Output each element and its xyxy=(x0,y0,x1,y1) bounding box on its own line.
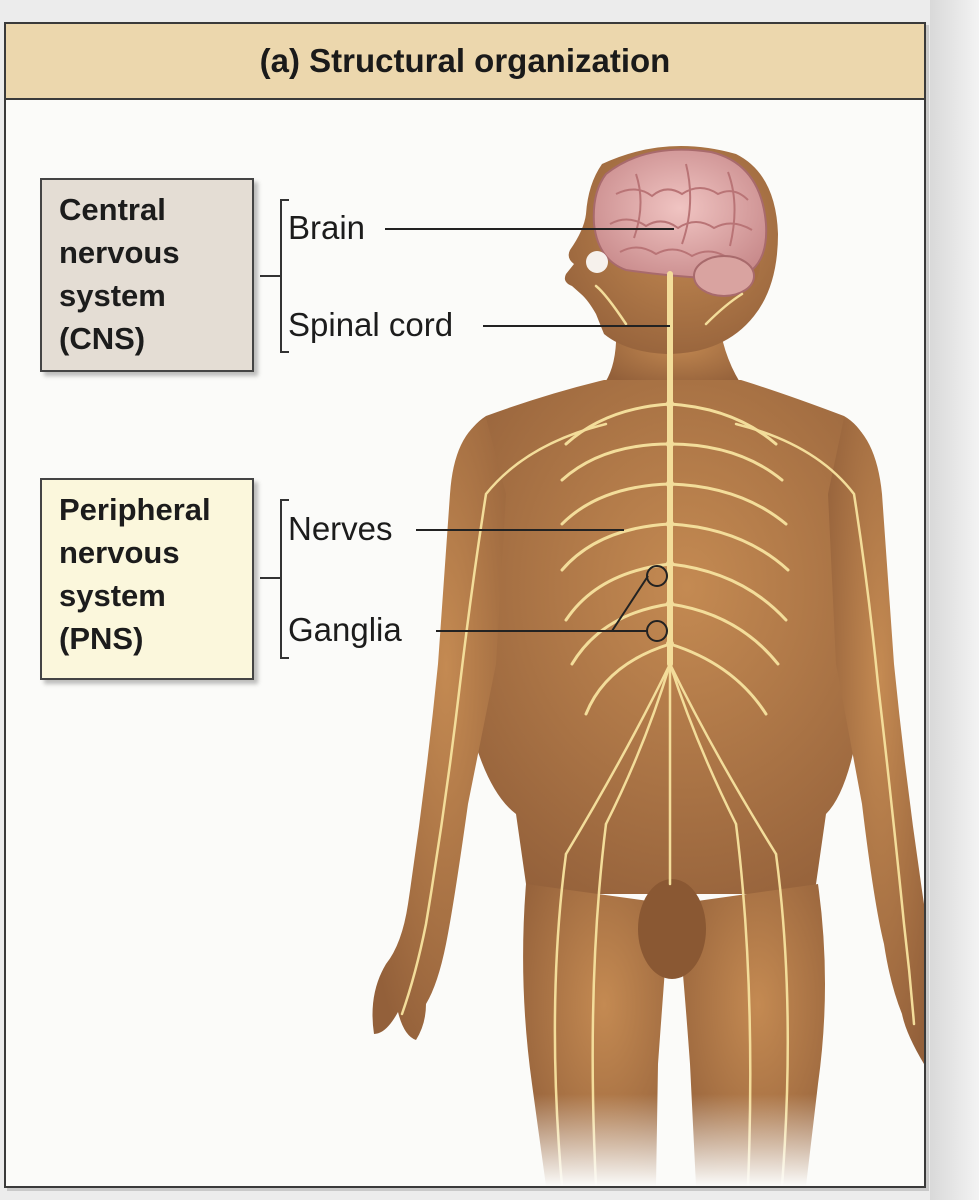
ganglion-marker xyxy=(646,620,668,642)
cns-box-line: Central xyxy=(59,192,166,227)
figure-panel: (a) Structural organization xyxy=(4,22,926,1188)
human-nervous-system-illustration xyxy=(260,146,924,1186)
cns-box-line: system xyxy=(59,278,166,313)
pns-box-line: nervous xyxy=(59,535,180,570)
cns-box: Central nervous system (CNS) xyxy=(40,178,254,372)
bottom-fade xyxy=(386,1094,924,1186)
pns-box: Peripheral nervous system (PNS) xyxy=(40,478,254,680)
cns-box-line: (CNS) xyxy=(59,321,146,356)
pns-box-line: Peripheral xyxy=(59,492,211,527)
adjacent-panel-edge xyxy=(930,0,979,1200)
label-ganglia: Ganglia xyxy=(288,611,402,648)
brain-illustration xyxy=(586,148,768,297)
cns-box-line: nervous xyxy=(59,235,180,270)
cns-bracket xyxy=(260,199,289,353)
pns-box-line: system xyxy=(59,578,166,613)
label-brain: Brain xyxy=(288,209,366,246)
panel-title: (a) Structural organization xyxy=(6,24,924,100)
pns-bracket xyxy=(260,499,289,659)
label-nerves: Nerves xyxy=(288,510,393,547)
pns-box-line: (PNS) xyxy=(59,621,144,656)
label-spinal-cord: Spinal cord xyxy=(288,306,454,343)
body-silhouette xyxy=(372,146,924,1186)
ganglion-marker xyxy=(646,565,668,587)
ganglia-pointer xyxy=(611,575,649,632)
nerve-network xyxy=(400,271,916,1186)
